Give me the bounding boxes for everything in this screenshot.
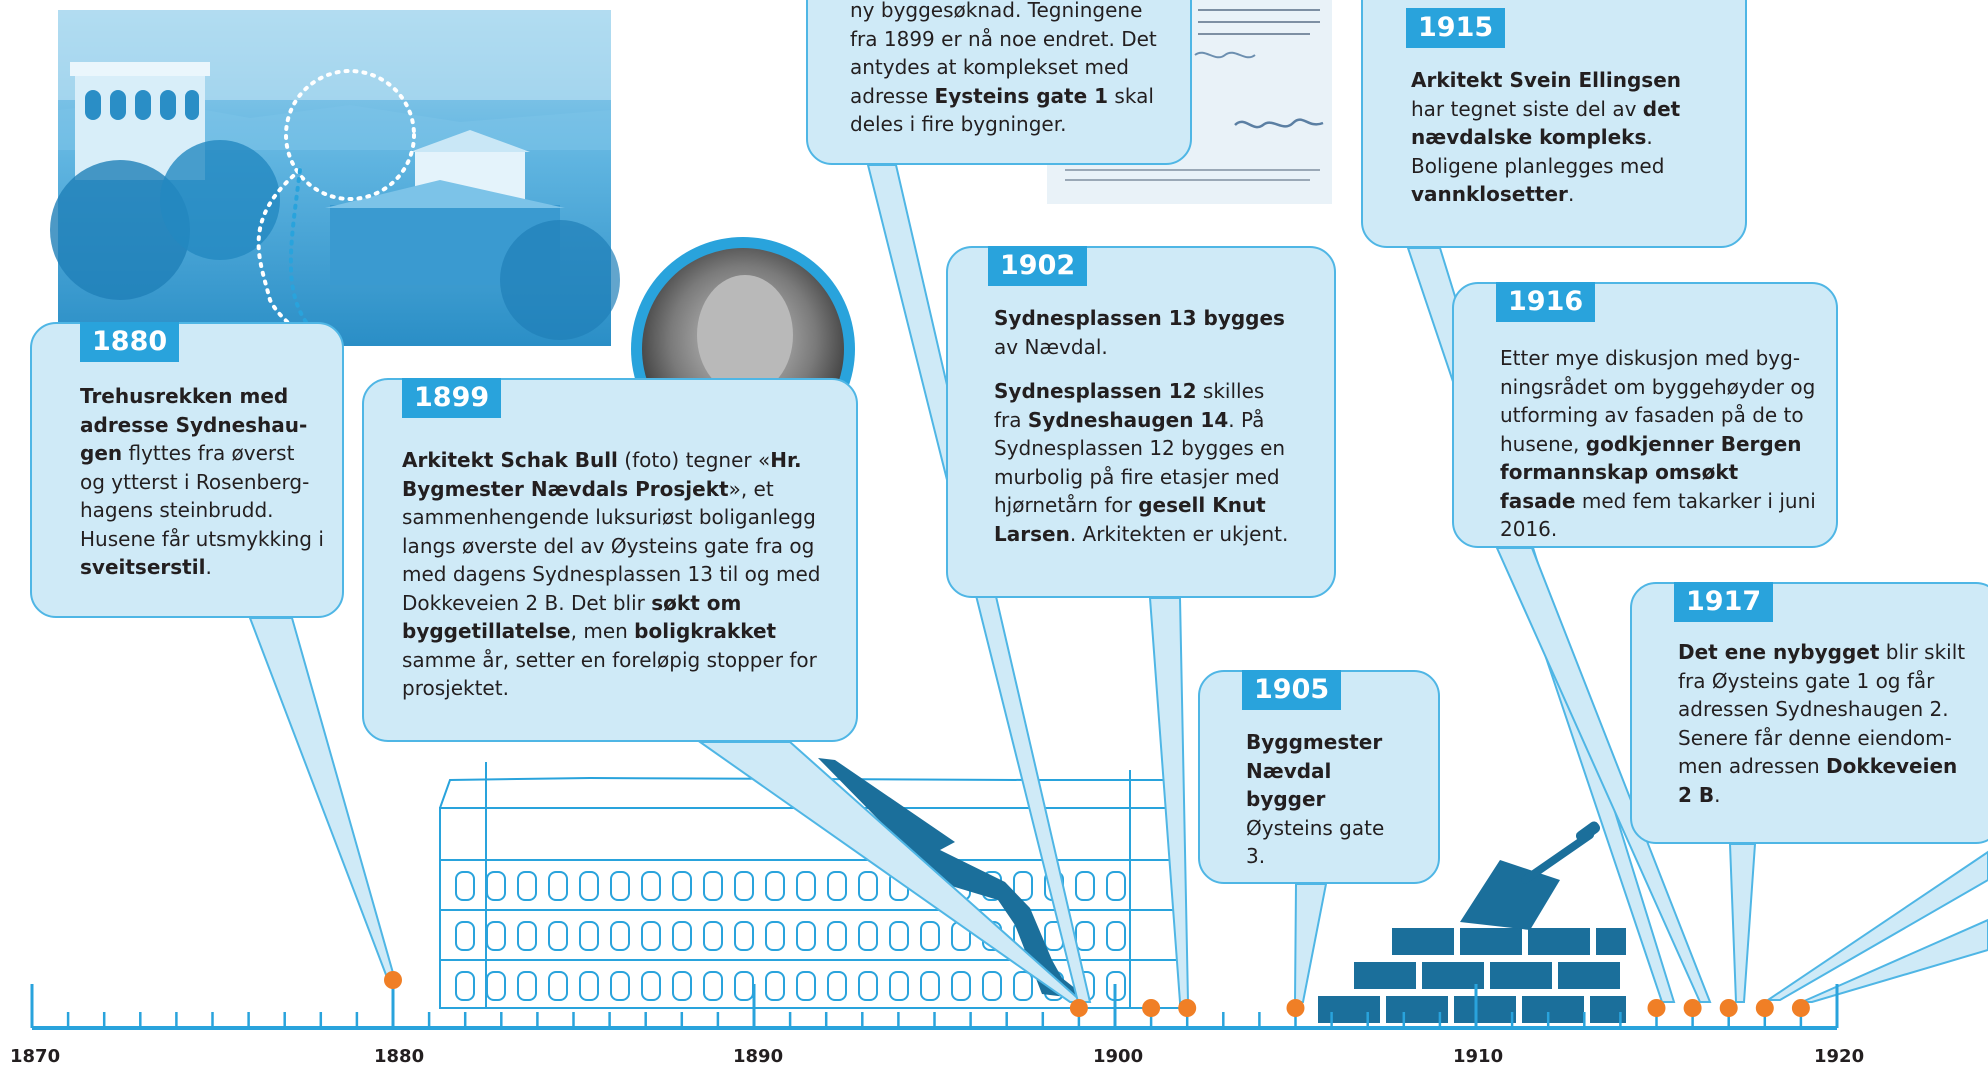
axis-label-1900: 1900 bbox=[1093, 1046, 1144, 1067]
event-1915-text: Arkitekt Svein Ellingsen har tegnet sist… bbox=[1411, 68, 1681, 206]
event-1916-text: Etter mye diskusjon med byg-ningsrådet o… bbox=[1500, 346, 1816, 541]
event-1901-callout: ny byggesøknad. Tegningene fra 1899 er n… bbox=[806, 0, 1192, 165]
event-1880-callout: 1880 Trehusrekken med adresse Sydneshau-… bbox=[30, 322, 344, 618]
year-tag-1880: 1880 bbox=[80, 322, 180, 362]
sydneshaugen-photo bbox=[50, 10, 620, 348]
axis-label-1880: 1880 bbox=[374, 1046, 425, 1067]
callout-pointer bbox=[1801, 918, 1988, 1003]
event-1880-text: Trehusrekken med adresse Sydneshau-gen f… bbox=[80, 384, 324, 579]
marker-1919 bbox=[1791, 999, 1810, 1017]
building-drawing bbox=[439, 762, 1181, 1009]
event-1902-callout: 1902 Sydnesplassen 13 bygges av Nævdal. … bbox=[946, 246, 1336, 598]
event-1902-text: Sydnesplassen 13 bygges av Nævdal. Sydne… bbox=[994, 306, 1289, 546]
marker-1918 bbox=[1755, 999, 1774, 1017]
axis-label-1910: 1910 bbox=[1453, 1046, 1504, 1067]
event-1916-callout: 1916 Etter mye diskusjon med byg-ningsrå… bbox=[1452, 282, 1838, 548]
event-1899-callout: 1899 Arkitekt Schak Bull (foto) tegner «… bbox=[362, 378, 858, 742]
year-tag-1917: 1917 bbox=[1674, 582, 1774, 622]
axis-label-1870: 1870 bbox=[10, 1046, 61, 1067]
callout-pointer bbox=[1764, 850, 1988, 1001]
event-1901-text: ny byggesøknad. Tegningene fra 1899 er n… bbox=[850, 0, 1157, 136]
callout-pointer bbox=[1148, 597, 1190, 1003]
marker-1901 bbox=[1142, 999, 1161, 1017]
marker-1915 bbox=[1647, 999, 1666, 1017]
event-1915-callout: 1915 Arkitekt Svein Ellingsen har tegnet… bbox=[1361, 0, 1747, 248]
marker-1916 bbox=[1683, 999, 1702, 1017]
event-1905-text: Byggmester Nævdal bygger Øysteins gate 3… bbox=[1246, 730, 1385, 868]
year-tag-1899: 1899 bbox=[402, 378, 502, 418]
bricks-icon bbox=[1318, 928, 1626, 1023]
year-tag-1915: 1915 bbox=[1406, 8, 1506, 48]
marker-1902 bbox=[1178, 999, 1197, 1017]
year-tag-1902: 1902 bbox=[988, 246, 1088, 286]
axis-label-1920: 1920 bbox=[1814, 1046, 1865, 1067]
marker-1905 bbox=[1286, 999, 1305, 1017]
event-1905-callout: 1905 Byggmester Nævdal bygger Øysteins g… bbox=[1198, 670, 1440, 884]
callout-pointer bbox=[1495, 547, 1712, 1003]
callout-pointer bbox=[1728, 843, 1757, 1003]
marker-1880 bbox=[384, 971, 402, 989]
marker-1899 bbox=[1069, 999, 1088, 1017]
callout-pointer bbox=[1293, 883, 1328, 1003]
year-tag-1916: 1916 bbox=[1496, 282, 1596, 322]
crash-bolt-icon bbox=[818, 758, 1090, 1000]
event-1917-text: Det ene nybygget blir skilt fra Øysteins… bbox=[1678, 640, 1966, 807]
timeline-markers bbox=[384, 971, 1810, 1017]
event-1917-callout: 1917 Det ene nybygget blir skilt fra Øys… bbox=[1630, 582, 1988, 844]
year-tag-1905: 1905 bbox=[1242, 670, 1342, 710]
trowel-icon bbox=[1460, 821, 1601, 930]
timeline-ticks bbox=[30, 984, 1839, 1028]
event-1899-text: Arkitekt Schak Bull (foto) tegner «Hr. B… bbox=[402, 448, 821, 700]
axis-label-1890: 1890 bbox=[733, 1046, 784, 1067]
marker-1917 bbox=[1719, 999, 1738, 1017]
